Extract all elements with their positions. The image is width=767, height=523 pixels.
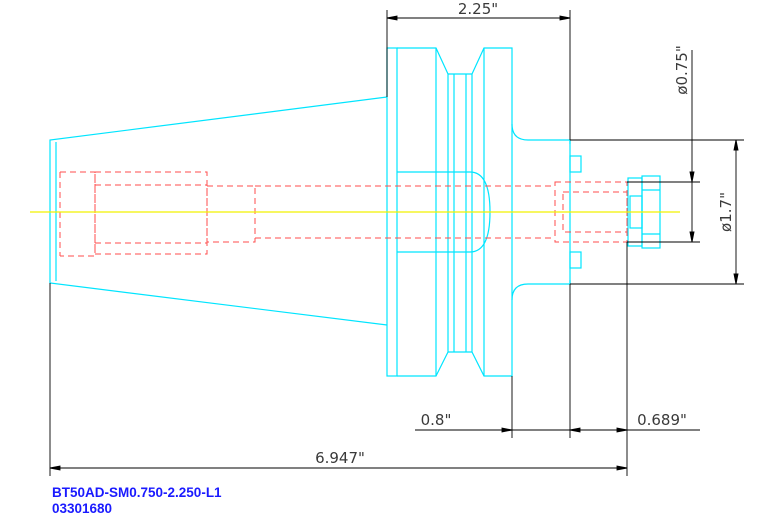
drive-key-top (569, 155, 582, 173)
hidden-lines (59, 171, 628, 257)
part-number-caption: BT50AD-SM0.750-2.250-L1 (52, 485, 222, 500)
coolant-bore-hidden (206, 185, 256, 243)
neck-bottom (511, 280, 571, 301)
dim-pilot-diameter: ø1.7" (717, 192, 735, 232)
drawbar-bore-hidden (94, 171, 208, 255)
flange-groove-profile-left (397, 47, 449, 377)
dim-overall-length: 6.947" (315, 449, 365, 467)
drive-key-bottom (569, 251, 582, 269)
dim-flange-to-face: 0.8" (421, 411, 452, 429)
dim-screw-projection: 0.689" (637, 411, 687, 429)
neck-top (511, 123, 571, 144)
dim-flange-width: 2.25" (458, 0, 498, 18)
dim-bore-diameter: ø0.75" (673, 45, 691, 94)
taper-shank (49, 96, 388, 326)
retention-thread-hidden (60, 171, 96, 257)
dimension-lines (49, 10, 744, 476)
part-code-caption: 03301680 (52, 501, 113, 516)
